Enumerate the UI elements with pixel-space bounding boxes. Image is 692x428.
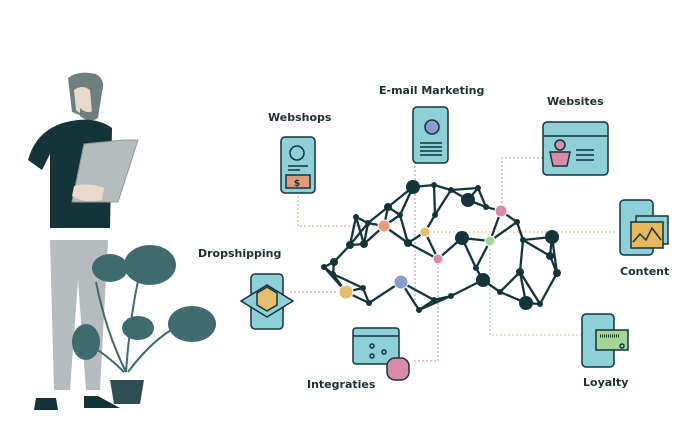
- network-node: [448, 187, 454, 193]
- label-dropshipping: Dropshipping: [198, 247, 282, 260]
- network-edge: [522, 239, 551, 257]
- network-edges: [323, 183, 559, 312]
- network-edge: [407, 241, 439, 261]
- network-node: [432, 212, 438, 218]
- network-node: [461, 193, 475, 207]
- network-edge: [519, 271, 541, 305]
- connector-integraties: [412, 259, 439, 362]
- network-edge: [354, 216, 366, 245]
- network-node: [455, 231, 469, 245]
- network-node: [416, 307, 422, 313]
- network-edge: [398, 214, 410, 244]
- network-edge: [476, 187, 488, 208]
- integraties-icon: [352, 327, 410, 381]
- network-edge: [499, 271, 521, 293]
- dropshipping-icon: [239, 273, 295, 330]
- person-face: [74, 87, 92, 115]
- network-node: [346, 241, 354, 249]
- loyalty-icon: [581, 313, 629, 368]
- person-illustration: [28, 72, 139, 410]
- network-node: [484, 235, 496, 247]
- network-node: [377, 219, 391, 233]
- network-edge: [418, 294, 452, 312]
- network-node: [545, 230, 559, 244]
- network-edge: [332, 272, 364, 290]
- network-edge: [538, 272, 559, 305]
- person-hands: [72, 184, 104, 202]
- network-node: [431, 297, 437, 303]
- network-node: [330, 271, 336, 277]
- network-node: [321, 264, 327, 270]
- network-node: [360, 285, 366, 291]
- network-node: [384, 203, 392, 211]
- websites-icon: [542, 121, 609, 176]
- plant-pot: [110, 380, 144, 404]
- network-node: [520, 237, 526, 243]
- network-node: [537, 301, 543, 307]
- network-node: [431, 182, 437, 188]
- network-node: [546, 252, 554, 260]
- network-node: [448, 293, 454, 299]
- person-shoes: [34, 396, 120, 410]
- network-node: [393, 274, 409, 290]
- network-node: [519, 296, 533, 310]
- network-edge: [349, 222, 369, 246]
- email-marketing-icon: [412, 106, 449, 164]
- network-nodes: [321, 180, 561, 313]
- network-node: [497, 289, 503, 295]
- network-node: [338, 284, 354, 300]
- network-node: [514, 219, 520, 225]
- label-integraties: Integraties: [307, 378, 376, 391]
- connector-loyalty: [489, 241, 581, 336]
- network-node: [475, 185, 481, 191]
- plant-illustration: [72, 245, 216, 404]
- network-node: [419, 226, 431, 238]
- network-node: [432, 253, 444, 265]
- network-node: [404, 239, 412, 247]
- network-node: [406, 180, 420, 194]
- network-edge: [518, 239, 525, 273]
- price-symbol: $: [294, 179, 300, 189]
- connector-lines: [290, 157, 618, 362]
- webshops-icon: [280, 136, 316, 194]
- network-node: [353, 214, 359, 220]
- network-node: [494, 204, 508, 218]
- label-loyalty: Loyalty: [583, 376, 629, 389]
- network-edge: [434, 189, 452, 216]
- network-node: [330, 258, 338, 266]
- network-node: [516, 268, 524, 276]
- network-node: [476, 273, 490, 287]
- network-edge: [515, 221, 525, 241]
- network-node: [366, 300, 372, 306]
- label-email-marketing: E-mail Marketing: [379, 84, 485, 97]
- content-icon: [619, 199, 669, 256]
- network-edge: [367, 206, 389, 224]
- label-webshops: Webshops: [268, 111, 332, 124]
- network-edge: [432, 184, 437, 216]
- network-node: [360, 240, 368, 248]
- label-websites: Websites: [547, 95, 604, 108]
- network-edge: [489, 221, 518, 242]
- connector-webshops: [297, 196, 384, 227]
- network-node: [483, 204, 489, 210]
- connector-websites: [501, 157, 543, 211]
- network-edge: [348, 216, 358, 246]
- person-beard: [80, 104, 100, 121]
- network-node: [473, 265, 479, 271]
- network-node: [553, 269, 561, 277]
- label-content: Content: [620, 265, 670, 278]
- network-node: [397, 212, 403, 218]
- network-edge: [450, 186, 479, 192]
- network-node: [365, 220, 371, 226]
